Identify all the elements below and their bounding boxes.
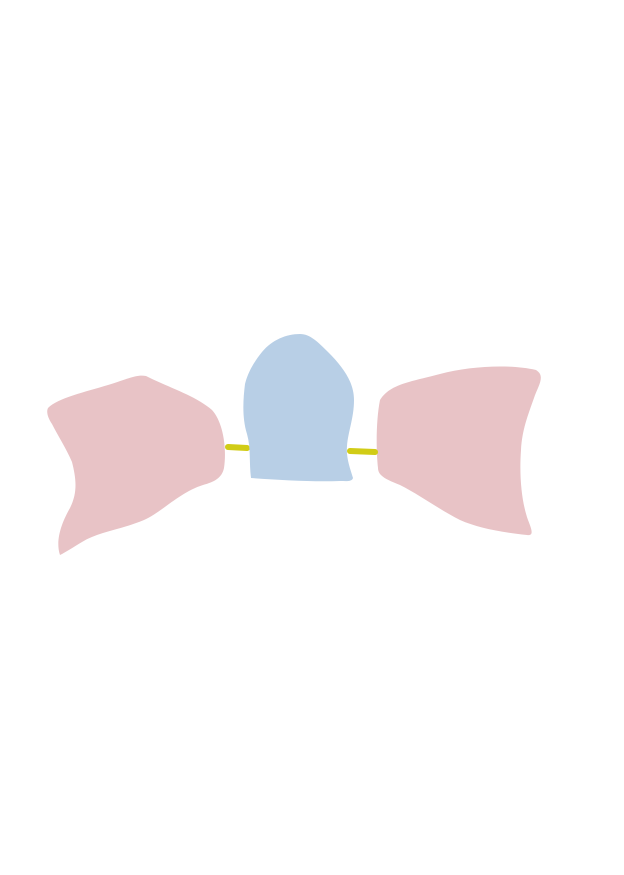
- center-knot-shape: [243, 334, 354, 482]
- right-wing-shape: [376, 366, 541, 536]
- left-connector-shape: [225, 444, 250, 451]
- left-wing-shape: [47, 375, 225, 555]
- right-connector-shape: [347, 448, 378, 455]
